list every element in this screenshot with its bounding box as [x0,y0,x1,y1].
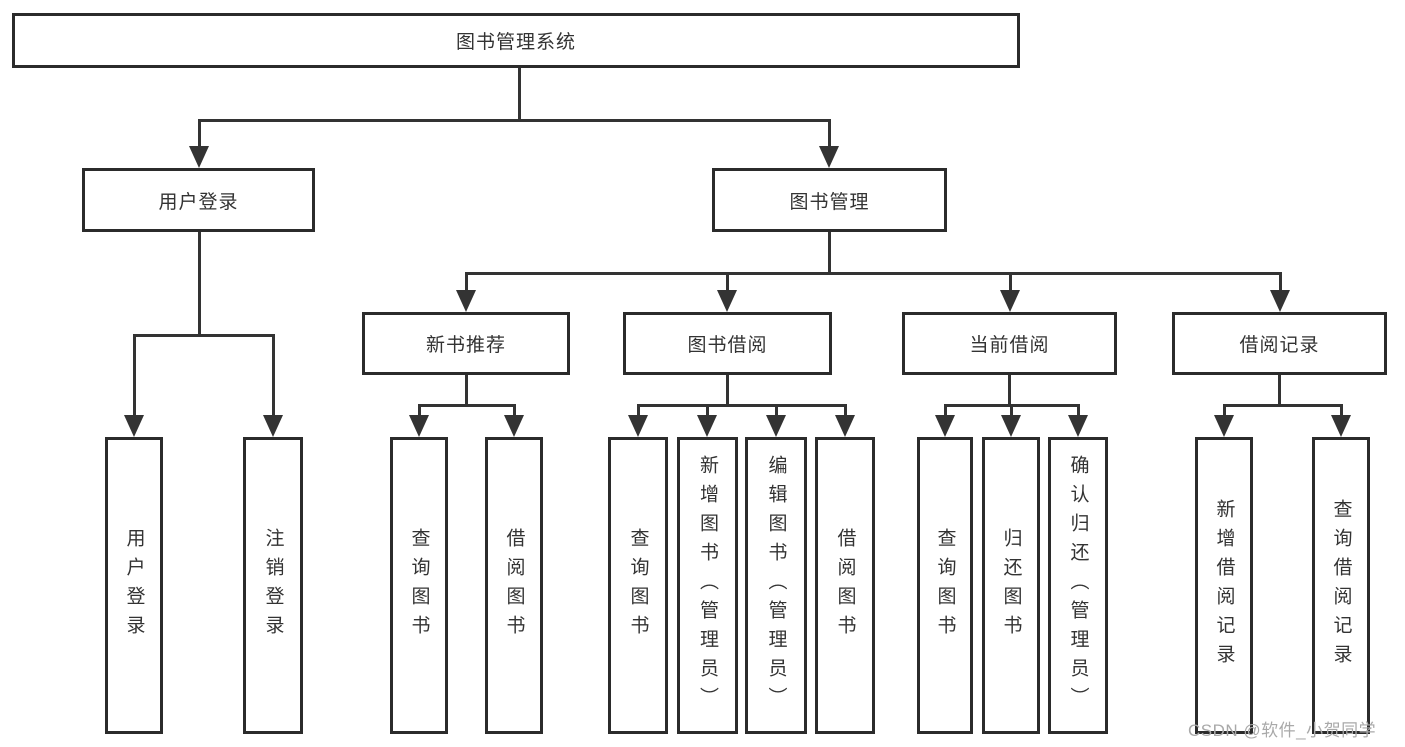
connector-line [1223,404,1226,417]
leaf-borrow-query: 查询图书 [608,437,668,734]
leaf-records-add-label: 新增借阅记录 [1213,498,1235,673]
connector-line [828,232,831,275]
node-root-label: 图书管理系统 [455,32,576,53]
leaf-records-query: 查询借阅记录 [1312,437,1370,734]
connector-line [1340,404,1343,417]
leaf-borrow-borrow-label: 借阅图书 [834,527,856,644]
leaf-logout: 注销登录 [243,437,303,734]
arrow-down-icon [1000,290,1020,312]
node-user-login-label: 用户登录 [158,191,239,213]
arrow-down-icon [717,290,737,312]
leaf-borrow-add-label: 新增图书（管理员） [697,455,718,716]
leaf-current-query-label: 查询图书 [934,527,956,644]
arrow-down-icon [1331,415,1351,437]
arrow-down-icon [766,415,786,437]
connector-line [1008,375,1011,407]
node-borrow-records: 借阅记录 [1172,312,1387,375]
node-current-borrow: 当前借阅 [902,312,1117,375]
arrow-down-icon [1068,415,1088,437]
connector-line [844,404,847,417]
arrow-down-icon [1001,415,1021,437]
node-root: 图书管理系统 [12,13,1020,68]
arrow-down-icon [1214,415,1234,437]
connector-line [198,232,201,337]
connector-line [1279,272,1282,292]
leaf-newbooks-query: 查询图书 [390,437,448,734]
arrow-down-icon [189,146,209,168]
leaf-records-query-label: 查询借阅记录 [1330,498,1352,673]
arrow-down-icon [263,415,283,437]
arrow-down-icon [456,290,476,312]
leaf-current-return-label: 归还图书 [1000,527,1022,644]
leaf-logout-label: 注销登录 [262,527,284,644]
connector-line [518,68,521,121]
connector-line [418,404,515,407]
leaf-borrow-borrow: 借阅图书 [815,437,875,734]
leaf-current-confirm-label: 确认归还（管理员） [1067,455,1089,716]
leaf-borrow-add: 新增图书（管理员） [677,437,738,734]
connector-line [1010,404,1013,417]
arrow-down-icon [504,415,524,437]
connector-line [513,404,516,417]
watermark: CSDN @软件_小贺同学 [1188,721,1377,740]
connector-line [133,334,274,337]
arrow-down-icon [1270,290,1290,312]
connector-line [637,404,846,407]
connector-line [1278,375,1281,407]
leaf-borrow-query-label: 查询图书 [627,527,649,644]
connector-line [726,272,729,292]
node-new-books: 新书推荐 [362,312,570,375]
arrow-down-icon [819,146,839,168]
node-borrow-records-label: 借阅记录 [1239,335,1320,356]
connector-line [944,404,947,417]
connector-line [706,404,709,417]
leaf-current-return: 归还图书 [982,437,1040,734]
connector-line [1009,272,1012,292]
leaf-newbooks-borrow-label: 借阅图书 [503,527,525,644]
connector-line [133,334,136,417]
node-book-borrow: 图书借阅 [623,312,832,375]
connector-line [418,404,421,417]
node-book-borrow-label: 图书借阅 [687,335,768,356]
leaf-records-add: 新增借阅记录 [1195,437,1253,734]
leaf-borrow-edit: 编辑图书（管理员） [745,437,807,734]
connector-line [465,375,468,407]
connector-line [272,334,275,417]
node-book-mgmt: 图书管理 [712,168,947,232]
arrow-down-icon [697,415,717,437]
leaf-current-query: 查询图书 [917,437,973,734]
connector-line [198,119,831,122]
leaf-newbooks-query-label: 查询图书 [408,527,430,644]
node-current-borrow-label: 当前借阅 [969,335,1050,356]
leaf-user-login-label: 用户登录 [123,527,145,644]
connector-line [1077,404,1080,417]
arrow-down-icon [628,415,648,437]
connector-line [726,375,729,407]
connector-line [465,272,468,292]
node-user-login: 用户登录 [82,168,315,232]
leaf-newbooks-borrow: 借阅图书 [485,437,543,734]
leaf-borrow-edit-label: 编辑图书（管理员） [765,455,787,716]
arrow-down-icon [124,415,144,437]
node-book-mgmt-label: 图书管理 [789,191,870,213]
connector-line [198,119,201,148]
connector-line [637,404,640,417]
node-new-books-label: 新书推荐 [425,335,506,356]
connector-line [828,119,831,148]
arrow-down-icon [935,415,955,437]
connector-line [775,404,778,417]
connector-line [465,272,1282,275]
arrow-down-icon [835,415,855,437]
leaf-current-confirm: 确认归还（管理员） [1048,437,1108,734]
leaf-user-login: 用户登录 [105,437,163,734]
arrow-down-icon [409,415,429,437]
connector-line [1223,404,1342,407]
